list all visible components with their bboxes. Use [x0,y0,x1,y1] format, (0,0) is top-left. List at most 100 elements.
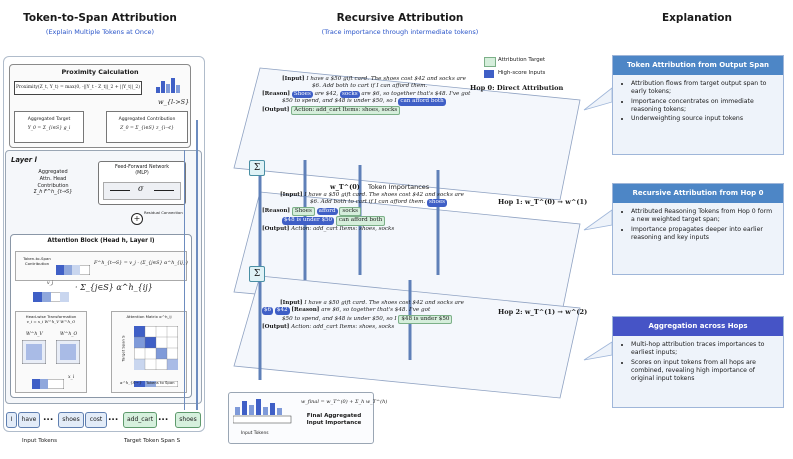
hop1-shoes-highlight: shoes [427,199,448,207]
final-label-line2: Input Importance [306,420,362,427]
ffn-inner: σ [103,182,181,200]
final-input-tokens-label: Input Tokens [241,431,269,436]
hop0-socks-highlight: socks [339,90,360,99]
residual-label: Residual Connection [144,210,183,215]
hop2-6-highlight: $6 [262,307,274,315]
head-transform-box: Head-wise Transformation v_i = x_i W^h_V… [15,311,87,393]
target-span-label: Target Token Span S [124,438,181,444]
final-aggregated-box: w_final = w_T^(0) + Σ_h w_T^(h) Final Ag… [228,392,387,444]
attention-matrix-grid [133,325,179,374]
proximity-bar-icon [156,75,186,99]
explanation-box-3: Aggregation across Hops Multi-hop attrib… [612,316,784,408]
t2s-line1: Token-to-Span [23,256,51,261]
hop1-label: Hop 1: w_T^(0) → w^(1) [498,198,588,206]
hop0-text: [Input] I have a $50 gift card. The shoe… [262,76,572,115]
hop1-shoes-target: Shoes [291,206,315,217]
explanation-box-1: Token Attribution from Output Span Attri… [612,55,784,155]
wv-matrix-icon [21,339,47,368]
hop0-afford-highlight: can afford both [398,98,446,106]
ffn-box: Feed-Forward Network (MLP) σ [98,161,186,205]
attention-matrix-box: Attention Matrix α^h_ij Target Span S [111,311,187,393]
head-transform-title: Head-wise Transformation [25,314,77,319]
proximity-title: Proximity Calculation [61,68,139,76]
x-vector [31,374,65,393]
hop-planes [233,67,581,399]
aggr-head-formula: Σ_h F^h_{t→S} [33,189,73,196]
aggregated-target-label: Aggregated Target [27,117,71,122]
w-label: w_{l->S} [158,98,190,106]
wo-label: W^h_O [60,332,78,337]
residual-line [184,150,185,410]
t2s-vector [55,260,91,279]
ffn-title: Feed-Forward Network [114,165,170,170]
skip-line [196,120,198,410]
right-title: Explanation [661,12,732,24]
hop2-input-a: I have a $50 gift card. The shoes cost $… [304,300,464,306]
aggregated-contribution-label: Aggregated Contribution [118,117,176,122]
hop2-text: [Input] I have a $50 gift card. The shoe… [262,300,562,332]
sigma-icon-1: Σ [249,160,265,176]
aggr-head-line1: Aggregated [38,169,68,175]
hop1-input-b: $6. Add both to cart if I can afford the… [310,199,426,206]
hop0-output-tag: [Output] [262,106,290,113]
wt0-label: w_T^(0) [330,183,360,191]
explanation-box-1-title: Token Attribution from Output Span [613,56,783,75]
explanation-box-2-body: Attributed Reasoning Tokens from Hop 0 f… [613,203,783,248]
final-bar-icon [232,397,293,429]
hop0-reason-e: $50 to spend, and $48 is under $50, so I [282,98,397,105]
hop1-input-tag: [Input] [280,192,303,198]
hop0-input-a: I have a $50 gift card. The shoes cost $… [306,76,466,82]
final-label: Final Aggregated Input Importance [299,413,369,428]
hop0-label: Hop 0: Direct Attribution [470,84,564,92]
token-ellipsis-3: ... [158,413,169,423]
hop0-output-target: Action: add_cart Items: shoes, socks [291,105,401,115]
aggregated-target-formula: Y_0 = Σ_{i∈S} g_i [27,125,71,131]
attention-block: Attention Block (Head h, Layer l) Token-… [10,234,192,398]
aggregated-contribution-formula: Z_0 = Σ_{i∈S} z_{i→t} [120,125,174,131]
t2s-formula: F^h_{t→S} = v_j · (Σ_{j∈S} α^h_{ij}) [94,261,188,266]
middle-title: Recursive Attribution [336,12,464,24]
explanation-box-1-body: Attribution flows from target output spa… [613,75,783,130]
left-subtitle: (Explain Multiple Tokens at Once) [45,28,155,36]
legend-high-label: High-score Inputs [498,70,546,76]
wv-label: W^h_V [26,332,43,337]
middle-subtitle: (Trace importance through intermediate t… [321,28,479,36]
box3-item-1: Multi-hop attribution traces importances… [631,341,775,358]
t2s-label: Token-to-Span Contribution [20,256,54,266]
hop2-reason-tag: [Reason] [291,307,320,314]
ffn-arrow-right [154,190,174,191]
explanation-box-2-title: Recursive Attribution from Hop 0 [613,184,783,203]
ffn-subtitle: (MLP) [135,170,149,176]
hop2-reason-e: $50 to spend, and $48 is under $50, so I [282,315,397,322]
sum-formula: · Σ_{j∈S} α^h_{ij} [75,283,153,292]
v-label: v_j [47,281,54,286]
hop2-48-target: $48 is under $50 [398,314,453,325]
hop2-input-tag: [Input] [280,300,303,306]
hop1-input-a: I have a $50 gift card. The shoes cost $… [304,192,464,198]
box2-item-1: Attributed Reasoning Tokens from Hop 0 f… [631,208,775,225]
token-shoes: shoes [58,412,84,428]
hop2-reason-d: are $6, so together that's $48. I've got [321,307,431,314]
hop1-afford-target: can afford both [335,216,386,226]
residual-add-icon: + [131,213,143,225]
aggr-head-line3: Contribution [37,182,69,189]
hop2-output-tag: [Output] [262,324,290,331]
explanation-box-3-title: Aggregation across Hops [613,317,783,336]
hop0-reason-b: are $42, [314,90,339,97]
aggregated-contribution-box: Aggregated Contribution Z_0 = Σ_{i∈S} z_… [106,111,188,143]
hop1-text: [Input] I have a $50 gift card. The shoe… [262,192,562,233]
token-shoes-target: shoes [175,412,201,428]
tokens-to-span-label: Tokens to Span [146,380,175,385]
box2-item-2: Importance propagates deeper into earlie… [631,226,775,243]
box1-item-2: Importance concentrates on immediate rea… [631,98,775,115]
box1-item-1: Attribution flows from target output spa… [631,80,775,97]
sigma-icon-2: Σ [249,266,265,282]
input-tokens-label: Input Tokens [22,438,58,444]
explanation-connectors [583,87,613,361]
proximity-box: Proximity Calculation Proximity(Z_t, Y_t… [9,64,191,148]
proximity-formula: Proximity(Z_t, Y_t) = max(0, -||Y_t - Z_… [14,81,142,95]
explanation-box-3-body: Multi-hop attribution traces importances… [613,336,783,390]
hop0-input-b: $6. Add both to cart if I can afford the… [312,83,428,90]
aggregated-head-contribution: Aggregated Attn. Head Contribution Σ_h F… [22,169,84,196]
token-cost: cost [85,412,107,428]
